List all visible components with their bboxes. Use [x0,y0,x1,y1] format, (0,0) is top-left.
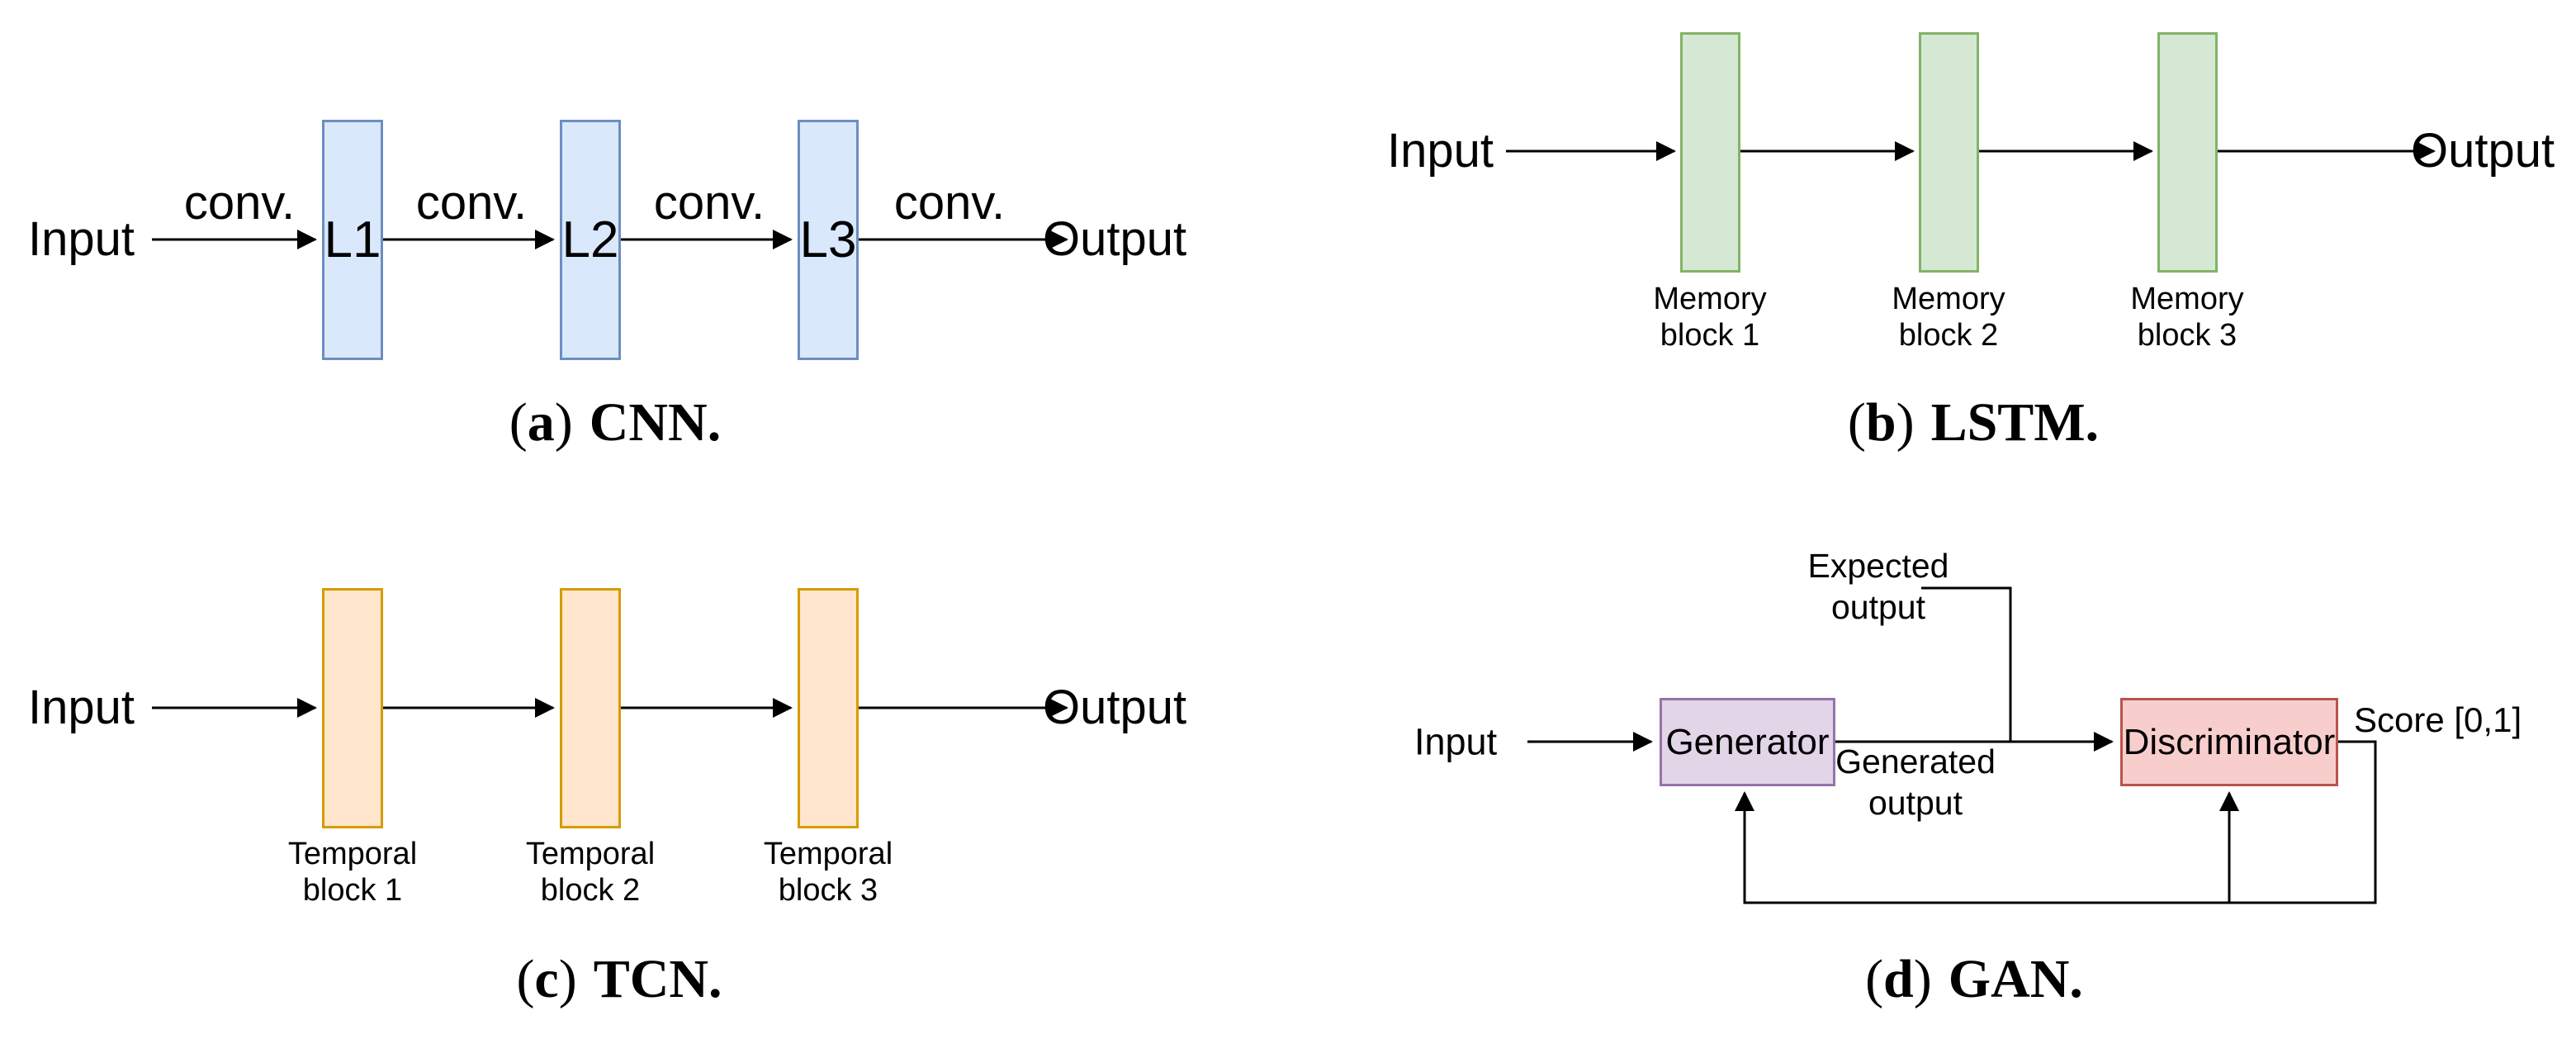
cnn-layer-label-2: L2 [561,211,619,268]
lstm-caption-rparen: ) [1896,392,1915,453]
gan-feedback-wire-generator [1735,740,2377,904]
cnn-conv-label-4: conv. [893,176,1006,230]
gan-score-label: Score [0,1] [2354,700,2522,739]
tcn-block-label-1-bottom: block 1 [302,873,403,908]
lstm-memory-block-1 [1680,32,1740,273]
lstm-caption-title: LSTM. [1930,392,2100,453]
tcn-input-label: Input [28,681,135,734]
tcn-caption-lparen: ( [516,949,535,1009]
lstm-memory-block-3 [2157,32,2218,273]
gan-expected-output-line2: output [1830,588,1925,626]
gan-generated-output-line1: Generated [1835,742,1996,780]
gan-discriminator-box: Discriminator [2120,698,2338,786]
tcn-block-label-2-top: Temporal [525,837,656,871]
gan-generator-label: Generator [1665,721,1830,762]
lstm-caption-letter: b [1865,392,1896,453]
cnn-input-label: Input [28,212,135,266]
gan-caption-lparen: ( [1865,949,1884,1009]
lstm-output-label: Output [2411,124,2555,178]
cnn-layer-block-3: L3 [798,120,859,360]
cnn-caption-title: CNN. [589,392,722,453]
lstm-caption-lparen: ( [1847,392,1866,453]
tcn-block-label-1-top: Temporal [287,837,418,871]
gan-discriminator-label: Discriminator [2123,721,2336,762]
tcn-caption: (c) TCN. [516,950,722,1009]
cnn-caption: (a) CNN. [509,393,721,453]
cnn-caption-letter: a [527,392,555,453]
cnn-layer-label-3: L3 [799,211,857,268]
cnn-conv-label-3: conv. [653,176,765,230]
tcn-block-label-1: Temporal block 1 [288,836,417,909]
gan-generated-output-line2: output [1868,784,1963,822]
gan-wire-expected-output [1921,586,2012,742]
tcn-caption-title: TCN. [593,949,722,1009]
gan-expected-output-label: Expected output [1808,545,1949,628]
tcn-block-label-3: Temporal block 3 [764,836,893,909]
lstm-block-label-1: Memory block 1 [1653,281,1766,353]
tcn-caption-letter: c [534,949,559,1009]
cnn-caption-rparen: ) [554,392,573,453]
gan-input-label: Input [1414,720,1498,763]
tcn-output-label: Output [1043,681,1187,734]
tcn-temporal-block-1 [322,588,383,828]
gan-generator-box: Generator [1660,698,1835,786]
lstm-block-label-1-top: Memory [1653,282,1767,316]
lstm-memory-block-2 [1919,32,1979,273]
tcn-temporal-block-3 [798,588,859,828]
lstm-caption: (b)LSTM. [1848,393,2099,453]
tcn-block-label-2: Temporal block 2 [526,836,655,909]
lstm-block-label-3: Memory block 3 [2130,281,2243,353]
gan-caption: (d) GAN. [1865,950,2083,1009]
cnn-layer-block-2: L2 [560,120,621,360]
lstm-block-label-2-top: Memory [1892,282,2005,316]
lstm-block-label-1-bottom: block 1 [1660,318,1760,353]
gan-caption-letter: d [1883,949,1914,1009]
lstm-block-label-2-bottom: block 2 [1898,318,1999,353]
cnn-conv-label-2: conv. [415,176,528,230]
gan-expected-output-line1: Expected [1807,547,1949,585]
tcn-block-label-3-bottom: block 3 [778,873,878,908]
gan-caption-title: GAN. [1948,949,2083,1009]
cnn-caption-lparen: ( [509,392,528,453]
cnn-conv-label-1: conv. [183,176,296,230]
cnn-layer-label-1: L1 [324,211,381,268]
tcn-block-label-2-bottom: block 2 [540,873,641,908]
cnn-layer-block-1: L1 [322,120,383,360]
gan-caption-rparen: ) [1913,949,1932,1009]
gan-generated-output-label: Generated output [1835,741,1996,823]
tcn-block-label-3-top: Temporal [763,837,893,871]
cnn-output-label: Output [1043,212,1187,266]
tcn-caption-rparen: ) [558,949,577,1009]
tcn-temporal-block-2 [560,588,621,828]
lstm-block-label-2: Memory block 2 [1892,281,2005,353]
lstm-block-label-3-bottom: block 3 [2137,318,2237,353]
lstm-block-label-3-top: Memory [2130,282,2244,316]
lstm-input-label: Input [1387,124,1494,178]
